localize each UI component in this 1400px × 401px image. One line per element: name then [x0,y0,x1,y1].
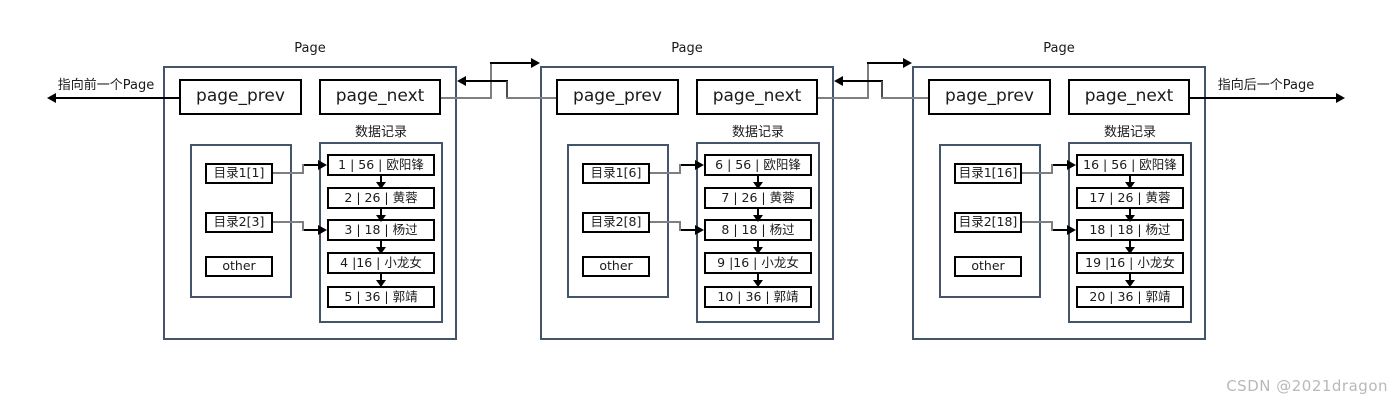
page-next-field: page_next [319,79,441,115]
directory-entry-1: 目录1[16] [954,163,1022,184]
page-title: Page [671,41,703,56]
dir2-connector-arrow-icon [304,225,327,235]
dir2-connector-line [650,221,679,223]
record-row: 18 | 18 | 杨过 [1076,219,1184,241]
dir1-connector-arrow-icon [681,160,704,170]
page2-next-link-line [818,97,867,99]
page1-next-link-arrow-icon [490,58,540,68]
prev-page-pointer-arrow-icon [47,93,179,103]
record-next-arrow-icon [376,274,386,287]
dir2-connector-line [1022,221,1051,223]
records-title: 数据记录 [1103,125,1156,140]
dir1-connector-line [1022,172,1051,174]
dir1-connector-arrow-icon [304,160,327,170]
record-next-arrow-icon [753,241,763,254]
directory-entry-other: other [205,256,273,277]
dir2-connector-line [679,221,681,231]
dir2-connector-arrow-icon [681,225,704,235]
page2-next-link-arrow-icon [867,58,912,68]
dir2-connector-arrow-icon [1053,225,1076,235]
page-next-field: page_next [1068,79,1190,115]
dir2-connector-line [1051,221,1053,231]
dir1-connector-line [679,164,681,174]
page2-prev-link-line [506,81,508,98]
record-next-arrow-icon [753,176,763,189]
prev-page-pointer-label: 指向前一个Page [57,78,155,93]
record-next-arrow-icon [753,209,763,222]
page-1: Page page_prev page_next 数据记录 目录1[1] 目录2… [163,0,458,360]
page3-prev-link-line [881,97,928,99]
record-row: 2 | 26 | 黄蓉 [327,187,435,209]
page-title: Page [294,41,326,56]
record-next-arrow-icon [376,176,386,189]
record-row: 10 | 36 | 郭靖 [704,286,812,308]
page-2: Page page_prev page_next 数据记录 目录1[6] 目录2… [540,0,835,360]
record-row: 4 |16 | 小龙女 [327,252,435,274]
directory-entry-1: 目录1[6] [582,163,650,184]
records-title: 数据记录 [731,125,784,140]
directory-entry-other: other [954,256,1022,277]
page-next-field: page_next [696,79,818,115]
dir2-connector-line [273,221,302,223]
page2-prev-link-line [506,97,556,99]
record-row: 7 | 26 | 黄蓉 [704,187,812,209]
record-row: 5 | 36 | 郭靖 [327,286,435,308]
directory-entry-2: 目录2[18] [954,212,1022,233]
record-next-arrow-icon [1125,209,1135,222]
page-prev-field: page_prev [556,79,679,115]
page1-next-link-line [441,97,490,99]
directory-entry-1: 目录1[1] [205,163,273,184]
page-prev-field: page_prev [928,79,1051,115]
directory-entry-2: 目录2[8] [582,212,650,233]
page-prev-field: page_prev [179,79,302,115]
record-row: 8 | 18 | 杨过 [704,219,812,241]
record-row: 1 | 56 | 欧阳锋 [327,154,435,176]
record-row: 6 | 56 | 欧阳锋 [704,154,812,176]
page-3: Page page_prev page_next 数据记录 目录1[16] 目录… [912,0,1207,360]
record-next-arrow-icon [1125,241,1135,254]
record-next-arrow-icon [376,241,386,254]
dir1-connector-line [273,172,302,174]
dir1-connector-line [650,172,679,174]
dir1-connector-line [1051,164,1053,174]
directory-entry-other: other [582,256,650,277]
csdn-watermark: CSDN @2021dragon [1226,377,1388,395]
record-next-arrow-icon [376,209,386,222]
page3-prev-link-line [881,81,883,98]
record-row: 17 | 26 | 黄蓉 [1076,187,1184,209]
dir2-connector-line [302,221,304,231]
next-page-pointer-label: 指向后一个Page [1217,78,1315,93]
next-page-pointer-arrow-icon [1190,93,1345,103]
page3-prev-link-arrow-icon [834,76,883,86]
record-next-arrow-icon [1125,176,1135,189]
page-title: Page [1043,41,1075,56]
page2-prev-link-arrow-icon [457,76,508,86]
record-row: 3 | 18 | 杨过 [327,219,435,241]
directory-entry-2: 目录2[3] [205,212,273,233]
record-next-arrow-icon [753,274,763,287]
record-row: 9 |16 | 小龙女 [704,252,812,274]
record-row: 16 | 56 | 欧阳锋 [1076,154,1184,176]
records-title: 数据记录 [354,125,407,140]
record-row: 20 | 36 | 郭靖 [1076,286,1184,308]
record-row: 19 |16 | 小龙女 [1076,252,1184,274]
dir1-connector-line [302,164,304,174]
dir1-connector-arrow-icon [1053,160,1076,170]
record-next-arrow-icon [1125,274,1135,287]
